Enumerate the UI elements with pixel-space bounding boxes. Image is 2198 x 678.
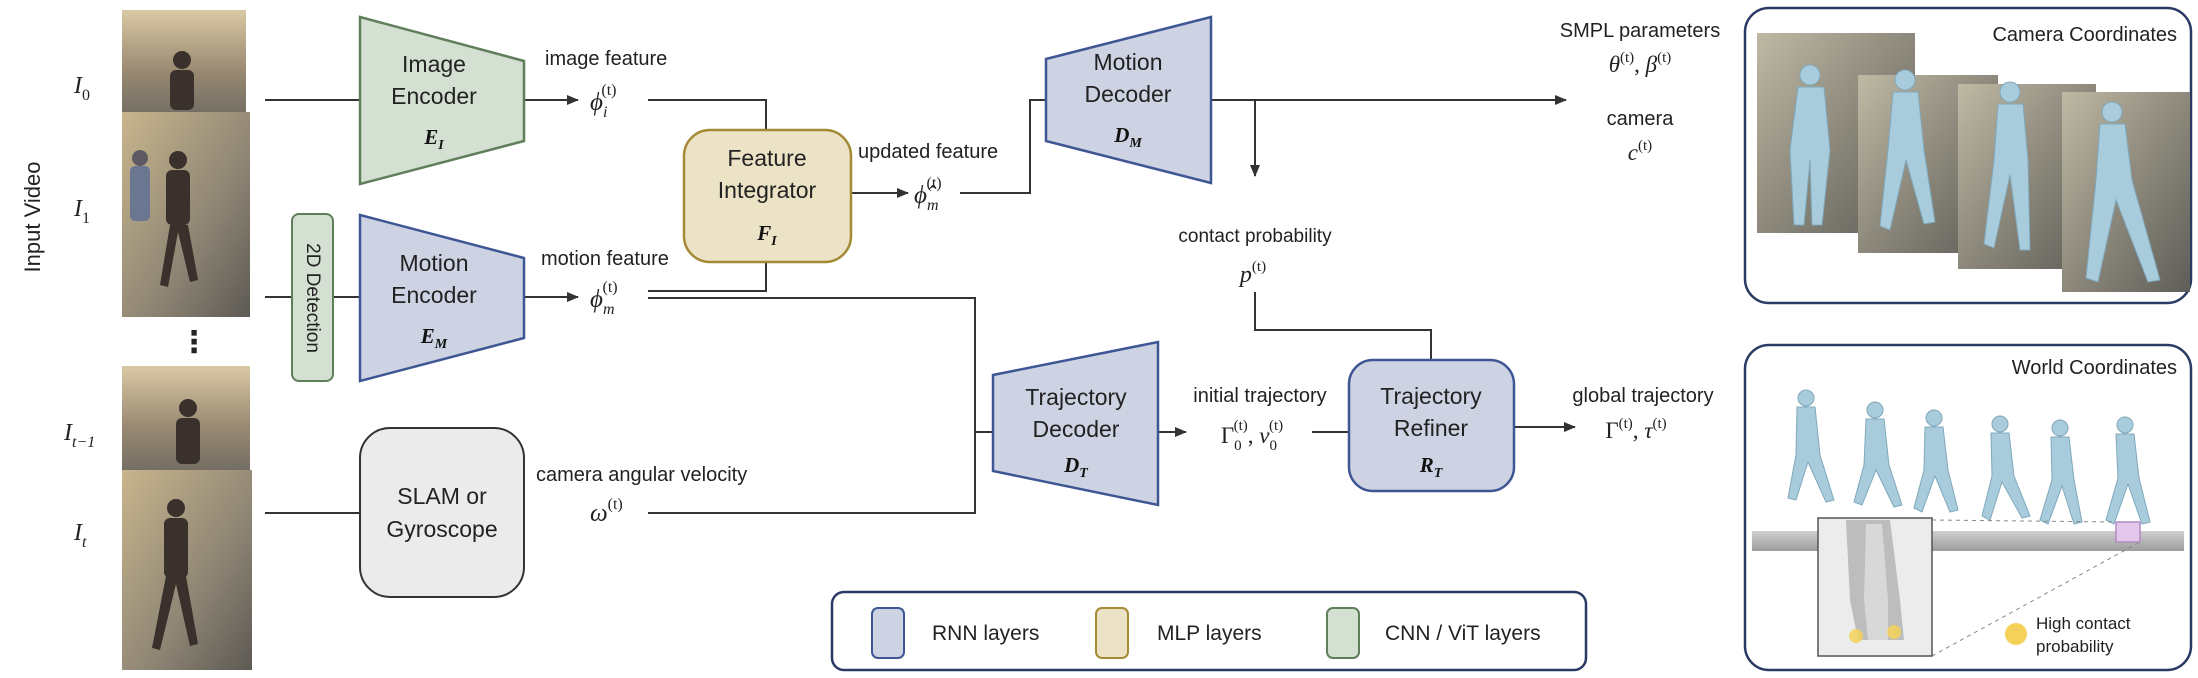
inset-contact-dot-1 <box>1849 629 1863 643</box>
label-contact-probability: contact probability <box>1178 226 1332 247</box>
trajectory-refiner-label-1: Trajectory <box>1380 383 1482 409</box>
label-motion-feature: motion feature <box>541 248 669 270</box>
edge-labels: image feature ϕi(t) motion feature ϕm(t)… <box>536 20 1720 527</box>
detection-2d: 2D Detection <box>291 213 334 382</box>
trajectory-refiner-box <box>1347 358 1516 493</box>
trajectory-refiner: Trajectory Refiner RT <box>1347 358 1516 493</box>
trajectory-decoder-symbol: DT <box>1063 453 1089 481</box>
frame-stack-bottom <box>122 366 252 670</box>
motion-decoder-shape <box>1044 15 1213 185</box>
high-contact-label-2: probability <box>2036 637 2114 656</box>
connector-contact-to-refiner <box>1254 292 1432 360</box>
legend-swatch-cnn <box>1326 607 1360 659</box>
trajectory-decoder-label-2: Decoder <box>1033 416 1120 442</box>
math-contact-p: p(t) <box>1238 259 1266 288</box>
label-camera: camera <box>1607 108 1675 130</box>
slam-label-2: Gyroscope <box>386 516 497 542</box>
layer-legend: RNN layers MLP layers CNN / ViT layers <box>830 590 1588 672</box>
trajectory-decoder-label-1: Trajectory <box>1025 384 1127 410</box>
slam-gyroscope-box <box>359 427 525 598</box>
feature-integrator-box <box>682 128 853 264</box>
motion-decoder: Motion Decoder DM <box>1044 15 1213 185</box>
feature-integrator: Feature Integrator FI <box>682 128 853 264</box>
high-contact-legend-dot <box>2005 623 2027 645</box>
input-video: Input Video I0 I1 ⋮ <box>20 10 252 670</box>
feature-integrator-label-1: Feature <box>727 145 806 171</box>
feature-integrator-label-2: Integrator <box>718 177 817 203</box>
world-body-meshes <box>1787 389 2151 525</box>
camera-body-meshes <box>1789 64 2161 283</box>
detection-2d-box <box>291 213 334 382</box>
high-contact-label-1: High contact <box>2036 614 2131 633</box>
connector-phi-m-to-integrator <box>648 262 767 292</box>
connector-phi-i-to-integrator <box>648 99 767 130</box>
frame-stack-top <box>122 10 250 317</box>
frame-label-0: I0 <box>73 73 90 104</box>
connector-phi-m-to-trajectory-decoder <box>648 297 993 433</box>
contact-highlight-box <box>2115 521 2141 543</box>
math-global-trajectory: Γ(t), τ(t) <box>1605 416 1666 443</box>
legend-frame <box>830 590 1588 672</box>
math-phi-i: ϕi(t) <box>590 82 617 121</box>
image-encoder-symbol: EI <box>423 125 444 153</box>
input-video-label: Input Video <box>20 162 45 273</box>
motion-decoder-label-1: Motion <box>1093 49 1162 75</box>
legend-swatch-mlp <box>1095 607 1129 659</box>
image-encoder-label-1: Image <box>402 51 466 77</box>
legend-label-mlp: MLP layers <box>1157 622 1262 645</box>
trajectory-refiner-symbol: RT <box>1419 453 1444 481</box>
math-camera-c: c(t) <box>1628 138 1652 165</box>
math-phi-m: ϕm(t) <box>590 279 618 318</box>
trajectory-decoder: Trajectory Decoder DT <box>991 340 1160 507</box>
connectors <box>265 95 1576 514</box>
math-smpl: θ(t), β(t) <box>1609 50 1672 77</box>
slam-gyroscope: SLAM or Gyroscope <box>359 427 525 598</box>
connector-omega-to-trajectory-decoder <box>648 432 976 514</box>
frame-label-1: I1 <box>73 196 90 227</box>
image-encoder-shape <box>358 15 526 186</box>
motion-encoder-shape <box>358 213 526 383</box>
world-coordinates-panel: World Coordinates High conta <box>1743 343 2193 672</box>
math-phi-m-hat: ϕ̂m(t) <box>914 175 942 214</box>
label-initial-trajectory: initial trajectory <box>1193 385 1326 407</box>
slam-label-1: SLAM or <box>397 483 487 509</box>
connector-updated-to-motion-decoder <box>960 99 1046 194</box>
frame-label-t: It <box>73 520 87 551</box>
legend-label-cnn: CNN / ViT layers <box>1385 622 1541 645</box>
trajectory-refiner-label-2: Refiner <box>1394 415 1468 441</box>
inset-contact-dot-2 <box>1887 625 1901 639</box>
image-encoder-label-2: Encoder <box>391 83 477 109</box>
motion-encoder: Motion Encoder EM <box>358 213 526 383</box>
camera-panel-title: Camera Coordinates <box>1992 24 2177 46</box>
frame-ellipsis: ⋮ <box>179 326 209 359</box>
zoom-inset <box>1817 517 2141 657</box>
image-encoder: Image Encoder EI <box>358 15 526 186</box>
label-updated-feature: updated feature <box>858 141 998 163</box>
frame-label-t-1: It−1 <box>63 420 95 451</box>
trajectory-decoder-shape <box>991 340 1160 507</box>
motion-decoder-label-2: Decoder <box>1085 81 1172 107</box>
legend-label-rnn: RNN layers <box>932 622 1039 645</box>
label-global-trajectory: global trajectory <box>1572 385 1713 407</box>
pedestrian-figure <box>130 51 198 287</box>
world-panel-title: World Coordinates <box>2012 357 2177 379</box>
math-omega: ω(t) <box>590 496 623 527</box>
motion-encoder-label-1: Motion <box>399 250 468 276</box>
math-initial-trajectory: Γ0(t), v0(t) <box>1221 418 1283 454</box>
motion-encoder-symbol: EM <box>420 324 448 352</box>
label-camera-angular-velocity: camera angular velocity <box>536 464 747 486</box>
motion-encoder-label-2: Encoder <box>391 282 477 308</box>
feature-integrator-symbol: FI <box>756 221 777 249</box>
label-smpl-parameters: SMPL parameters <box>1560 20 1720 42</box>
motion-decoder-symbol: DM <box>1113 123 1142 151</box>
label-image-feature: image feature <box>545 48 667 70</box>
detection-2d-label: 2D Detection <box>302 243 323 353</box>
legend-swatch-rnn <box>871 607 905 659</box>
camera-coordinates-panel: Camera Coordinates <box>1743 6 2193 305</box>
